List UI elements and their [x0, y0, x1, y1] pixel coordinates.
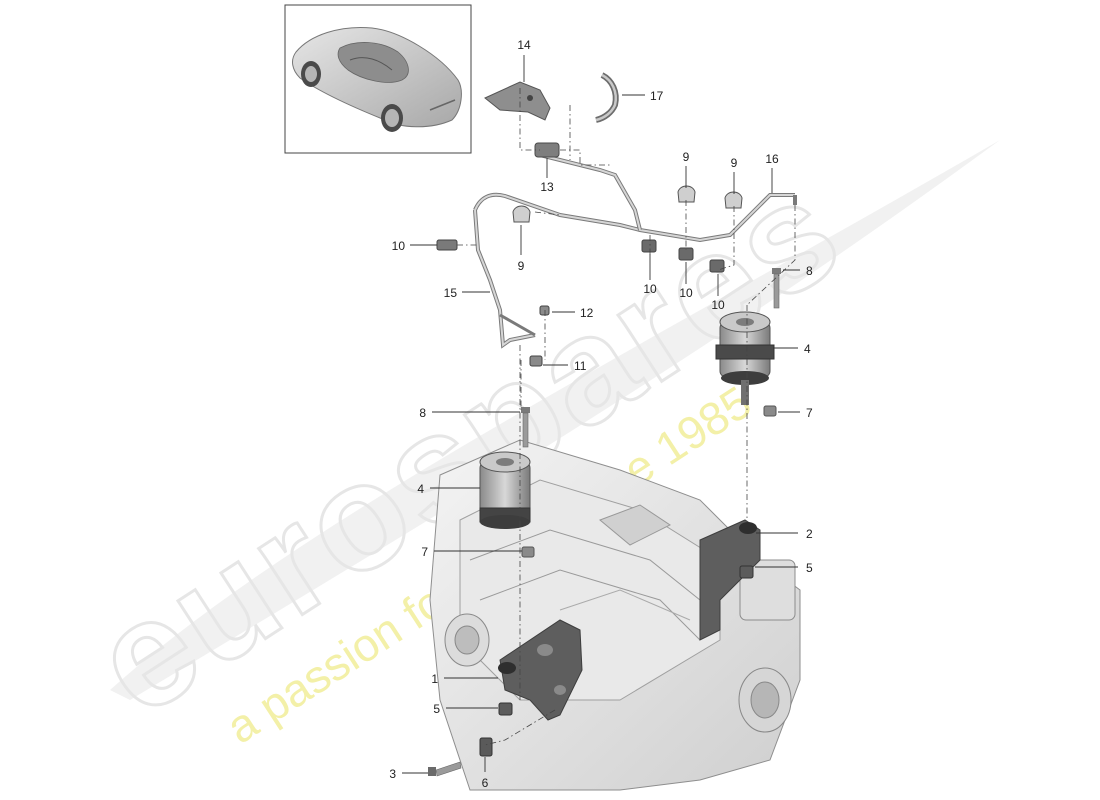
nut-7-right — [763, 405, 777, 417]
bolt-3 — [428, 761, 462, 777]
spacer-6 — [479, 737, 493, 757]
bracket-1 — [498, 619, 583, 721]
callout-6: 6 — [482, 776, 489, 790]
callout-13: 13 — [540, 180, 554, 194]
bolt-8-left — [521, 407, 530, 448]
callout-8: 8 — [419, 406, 426, 420]
callout-8: 8 — [806, 264, 813, 278]
callout-17: 17 — [650, 89, 664, 103]
clip-11 — [529, 355, 543, 367]
callout-7: 7 — [806, 406, 813, 420]
nut-5-right — [739, 565, 754, 579]
callout-5: 5 — [806, 561, 813, 575]
clip-9-left — [512, 205, 531, 223]
callout-1: 1 — [431, 672, 438, 686]
clip-10-left — [436, 239, 458, 251]
car-icon — [292, 26, 462, 132]
engine-mount-left — [479, 451, 531, 529]
callout-14: 14 — [517, 38, 531, 52]
callout-9: 9 — [731, 156, 738, 170]
nut-5-left — [498, 702, 513, 716]
callout-9: 9 — [518, 259, 525, 273]
callout-10: 10 — [643, 282, 657, 296]
clip-10-a — [641, 239, 657, 253]
callout-11: 11 — [574, 359, 587, 373]
callout-16: 16 — [765, 152, 779, 166]
clip-10-c — [709, 259, 725, 273]
callout-7: 7 — [421, 545, 428, 559]
bracket-14 — [484, 81, 551, 121]
callout-10: 10 — [392, 239, 406, 253]
callout-3: 3 — [389, 767, 396, 781]
bolt-8-right — [772, 268, 781, 309]
engine-mount-right — [715, 311, 775, 405]
vent-line-16 — [473, 153, 797, 243]
callout-12: 12 — [580, 306, 594, 320]
clip-10-b — [678, 247, 694, 261]
clip-9-mid — [677, 185, 696, 203]
nut-7-left — [521, 546, 535, 558]
callout-5: 5 — [433, 702, 440, 716]
leader-lines — [402, 55, 800, 774]
callout-15: 15 — [444, 286, 458, 300]
callout-labels: 14 17 13 9 9 16 10 9 10 10 10 8 15 12 4 … — [389, 38, 813, 790]
clip-9-right — [724, 191, 743, 209]
callout-4: 4 — [417, 482, 424, 496]
bracket-2 — [699, 519, 761, 641]
callout-10: 10 — [679, 286, 693, 300]
callout-4: 4 — [804, 342, 811, 356]
callout-2: 2 — [806, 527, 813, 541]
valve-13 — [534, 142, 560, 158]
vehicle-thumbnail — [284, 4, 472, 154]
clip-12 — [539, 305, 550, 316]
callout-9: 9 — [683, 150, 690, 164]
assembly-lines — [457, 88, 796, 746]
callout-10: 10 — [711, 298, 725, 312]
vent-line-15 — [473, 209, 536, 349]
hose-17 — [595, 72, 619, 123]
